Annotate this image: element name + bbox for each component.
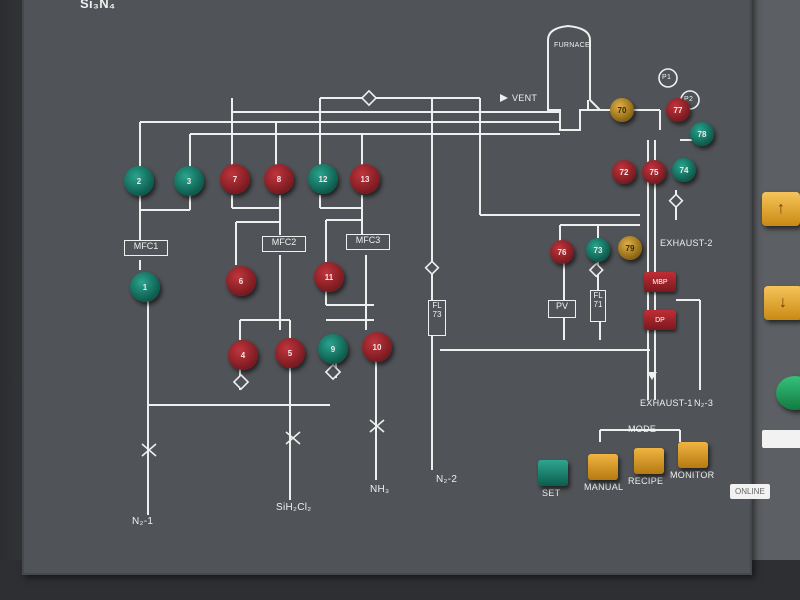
set-label: SET bbox=[542, 488, 561, 498]
mfc2-box: MFC2 bbox=[262, 236, 306, 252]
mode-label: MODE bbox=[628, 424, 657, 434]
sih2cl2-label: SiH₂Cl₂ bbox=[276, 502, 312, 513]
manual-label: MANUAL bbox=[584, 482, 624, 492]
valve-7-button[interactable]: 7 bbox=[220, 164, 250, 194]
up-arrow-icon: ↑ bbox=[777, 200, 785, 217]
up-arrow-button[interactable]: ↑ bbox=[762, 192, 800, 226]
p1-label: P1 bbox=[662, 74, 672, 81]
valve-72-button[interactable]: 72 bbox=[612, 160, 636, 184]
valve-6-button[interactable]: 6 bbox=[226, 266, 256, 296]
valve-13-button[interactable]: 13 bbox=[350, 164, 380, 194]
recipe-button[interactable] bbox=[634, 448, 664, 474]
valve-73-button[interactable]: 73 bbox=[586, 238, 610, 262]
valve-3-button[interactable]: 3 bbox=[174, 166, 204, 196]
valve-11-button[interactable]: 11 bbox=[314, 262, 344, 292]
nh3-label: NH₃ bbox=[370, 484, 390, 495]
fl73-box: FL 73 bbox=[428, 300, 446, 336]
set-button[interactable] bbox=[538, 460, 568, 486]
fl71-box: FL 71 bbox=[590, 290, 606, 322]
vent-label: VENT bbox=[512, 93, 538, 103]
dp-button[interactable]: DP bbox=[644, 310, 676, 330]
white-label-tag bbox=[762, 430, 800, 448]
valve-79-button[interactable]: 79 bbox=[618, 236, 642, 260]
valve-76-button[interactable]: 76 bbox=[550, 240, 574, 264]
green-start-button[interactable] bbox=[776, 376, 800, 410]
down-arrow-button[interactable]: ↓ bbox=[764, 286, 800, 320]
n2-1-label: N₂-1 bbox=[132, 516, 154, 527]
p2-label: P2 bbox=[684, 96, 694, 103]
monitor-button[interactable] bbox=[678, 442, 708, 468]
n2-3-label: N₂-3 bbox=[694, 398, 714, 408]
down-arrow-icon: ↓ bbox=[779, 294, 787, 311]
valve-5-button[interactable]: 5 bbox=[275, 338, 305, 368]
mfc1-box: MFC1 bbox=[124, 240, 168, 256]
furnace-label: FURNACE bbox=[554, 42, 590, 49]
exhaust-1-label: EXHAUST-1 bbox=[640, 398, 693, 408]
recipe-label: RECIPE bbox=[628, 476, 664, 486]
panel-title: Si₃N₄ bbox=[80, 0, 116, 11]
valve-78-button[interactable]: 78 bbox=[690, 122, 714, 146]
valve-2-button[interactable]: 2 bbox=[124, 166, 154, 196]
furnace-shape bbox=[547, 24, 603, 131]
valve-77-button[interactable]: 77 bbox=[666, 98, 690, 122]
valve-4-button[interactable]: 4 bbox=[228, 340, 258, 370]
monitor-label: MONITOR bbox=[670, 470, 715, 480]
exhaust-2-label: EXHAUST-2 bbox=[660, 238, 713, 248]
valve-9-button[interactable]: 9 bbox=[318, 334, 348, 364]
valve-8-button[interactable]: 8 bbox=[264, 164, 294, 194]
pv-box: PV bbox=[548, 300, 576, 318]
valve-70-button[interactable]: 70 bbox=[610, 98, 634, 122]
valve-75-button[interactable]: 75 bbox=[642, 160, 666, 184]
valve-1-button[interactable]: 1 bbox=[130, 272, 160, 302]
manual-button[interactable] bbox=[588, 454, 618, 480]
mfc3-box: MFC3 bbox=[346, 234, 390, 250]
valve-12-button[interactable]: 12 bbox=[308, 164, 338, 194]
n2-2-label: N₂-2 bbox=[436, 474, 458, 485]
valve-10-button[interactable]: 10 bbox=[362, 332, 392, 362]
online-tag: ONLINE bbox=[730, 484, 770, 499]
valve-74-button[interactable]: 74 bbox=[672, 158, 696, 182]
mbp-button[interactable]: MBP bbox=[644, 272, 676, 292]
